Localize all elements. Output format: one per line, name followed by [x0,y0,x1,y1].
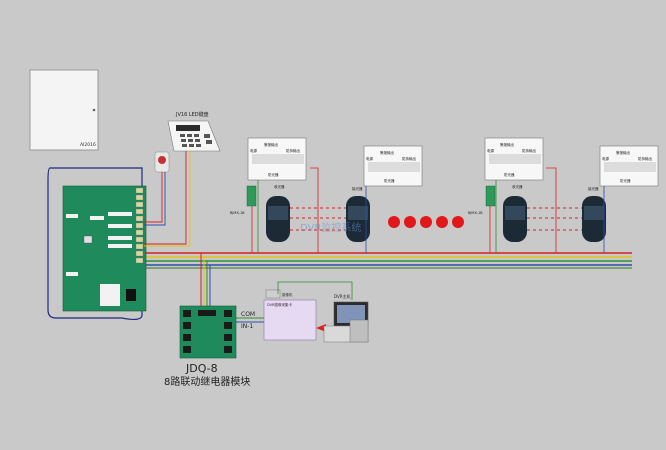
detector-drop-wires [251,167,605,253]
svg-text:防光器: 防光器 [268,172,279,177]
detector-4: 警报输出 电源 防拆输出 防光器 接光器 [582,145,659,242]
svg-text:接光器: 接光器 [352,186,363,191]
svg-text:BJMX-1B: BJMX-1B [230,211,245,215]
camera-icon [265,289,281,299]
siren-icon [154,151,170,173]
dvr-host-label: DVR主机 [334,293,351,299]
camera-label: 摄像机 [282,292,293,297]
panel-circuit-board [47,167,147,321]
svg-text:防拆输出: 防拆输出 [638,156,652,161]
relay-model-label: JDQ-8 [185,362,218,375]
detector-3: 警报输出 电源 防拆输出 防光器 BJMX-1B 收光器 [468,137,544,242]
watermark: DVR监控系统 [300,221,361,234]
arrow-icon [316,324,326,332]
main-bus-wires [140,252,632,269]
detector-2: 警报输出 电源 防拆输出 防光器 接光器 [346,145,423,242]
svg-text:警报输出: 警报输出 [380,150,394,155]
svg-text:电源: 电源 [366,156,374,161]
relay-in-label: IN-1 [241,323,253,330]
dvr-capture-card: DVR图像采集卡 摄像机 [263,281,353,341]
led-keypad: JV16 LED键盘 [167,111,221,152]
svg-text:警报输出: 警报输出 [616,150,630,155]
svg-text:电源: 电源 [487,148,495,153]
svg-text:防光器: 防光器 [504,172,515,177]
detector-1: 警报输出 电源 防拆输出 防光器 BJMX-1B 收光器 [230,137,307,242]
svg-text:防光器: 防光器 [384,178,395,183]
keypad-wires [144,151,191,247]
svg-text:收光器: 收光器 [274,184,285,189]
relay-wires [200,253,264,323]
relay-module-board: COM IN-1 JDQ-8 8路联动继电器模块 [164,305,255,388]
svg-text:BJMX-1B: BJMX-1B [468,211,483,215]
panel-model-label: AI2016 [80,142,96,148]
svg-text:接光器: 接光器 [588,186,599,191]
continuation-dots [388,216,464,228]
dvr-card-label: DVR图像采集卡 [267,302,292,307]
svg-text:防光器: 防光器 [620,178,631,183]
keypad-label: JV16 LED键盘 [175,111,209,118]
dvr-host: DVR主机 [323,293,369,343]
svg-text:电源: 电源 [250,148,258,153]
svg-text:警报输出: 警报输出 [500,142,514,147]
svg-text:警报输出: 警报输出 [264,142,278,147]
relay-com-label: COM [241,311,255,318]
svg-text:电源: 电源 [602,156,610,161]
svg-text:防拆输出: 防拆输出 [286,148,300,153]
alarm-panel-cabinet: AI2016 [29,69,99,151]
svg-text:防拆输出: 防拆输出 [522,148,536,153]
svg-text:收光器: 收光器 [512,184,523,189]
svg-text:防拆输出: 防拆输出 [402,156,416,161]
relay-name-label: 8路联动继电器模块 [164,375,250,388]
